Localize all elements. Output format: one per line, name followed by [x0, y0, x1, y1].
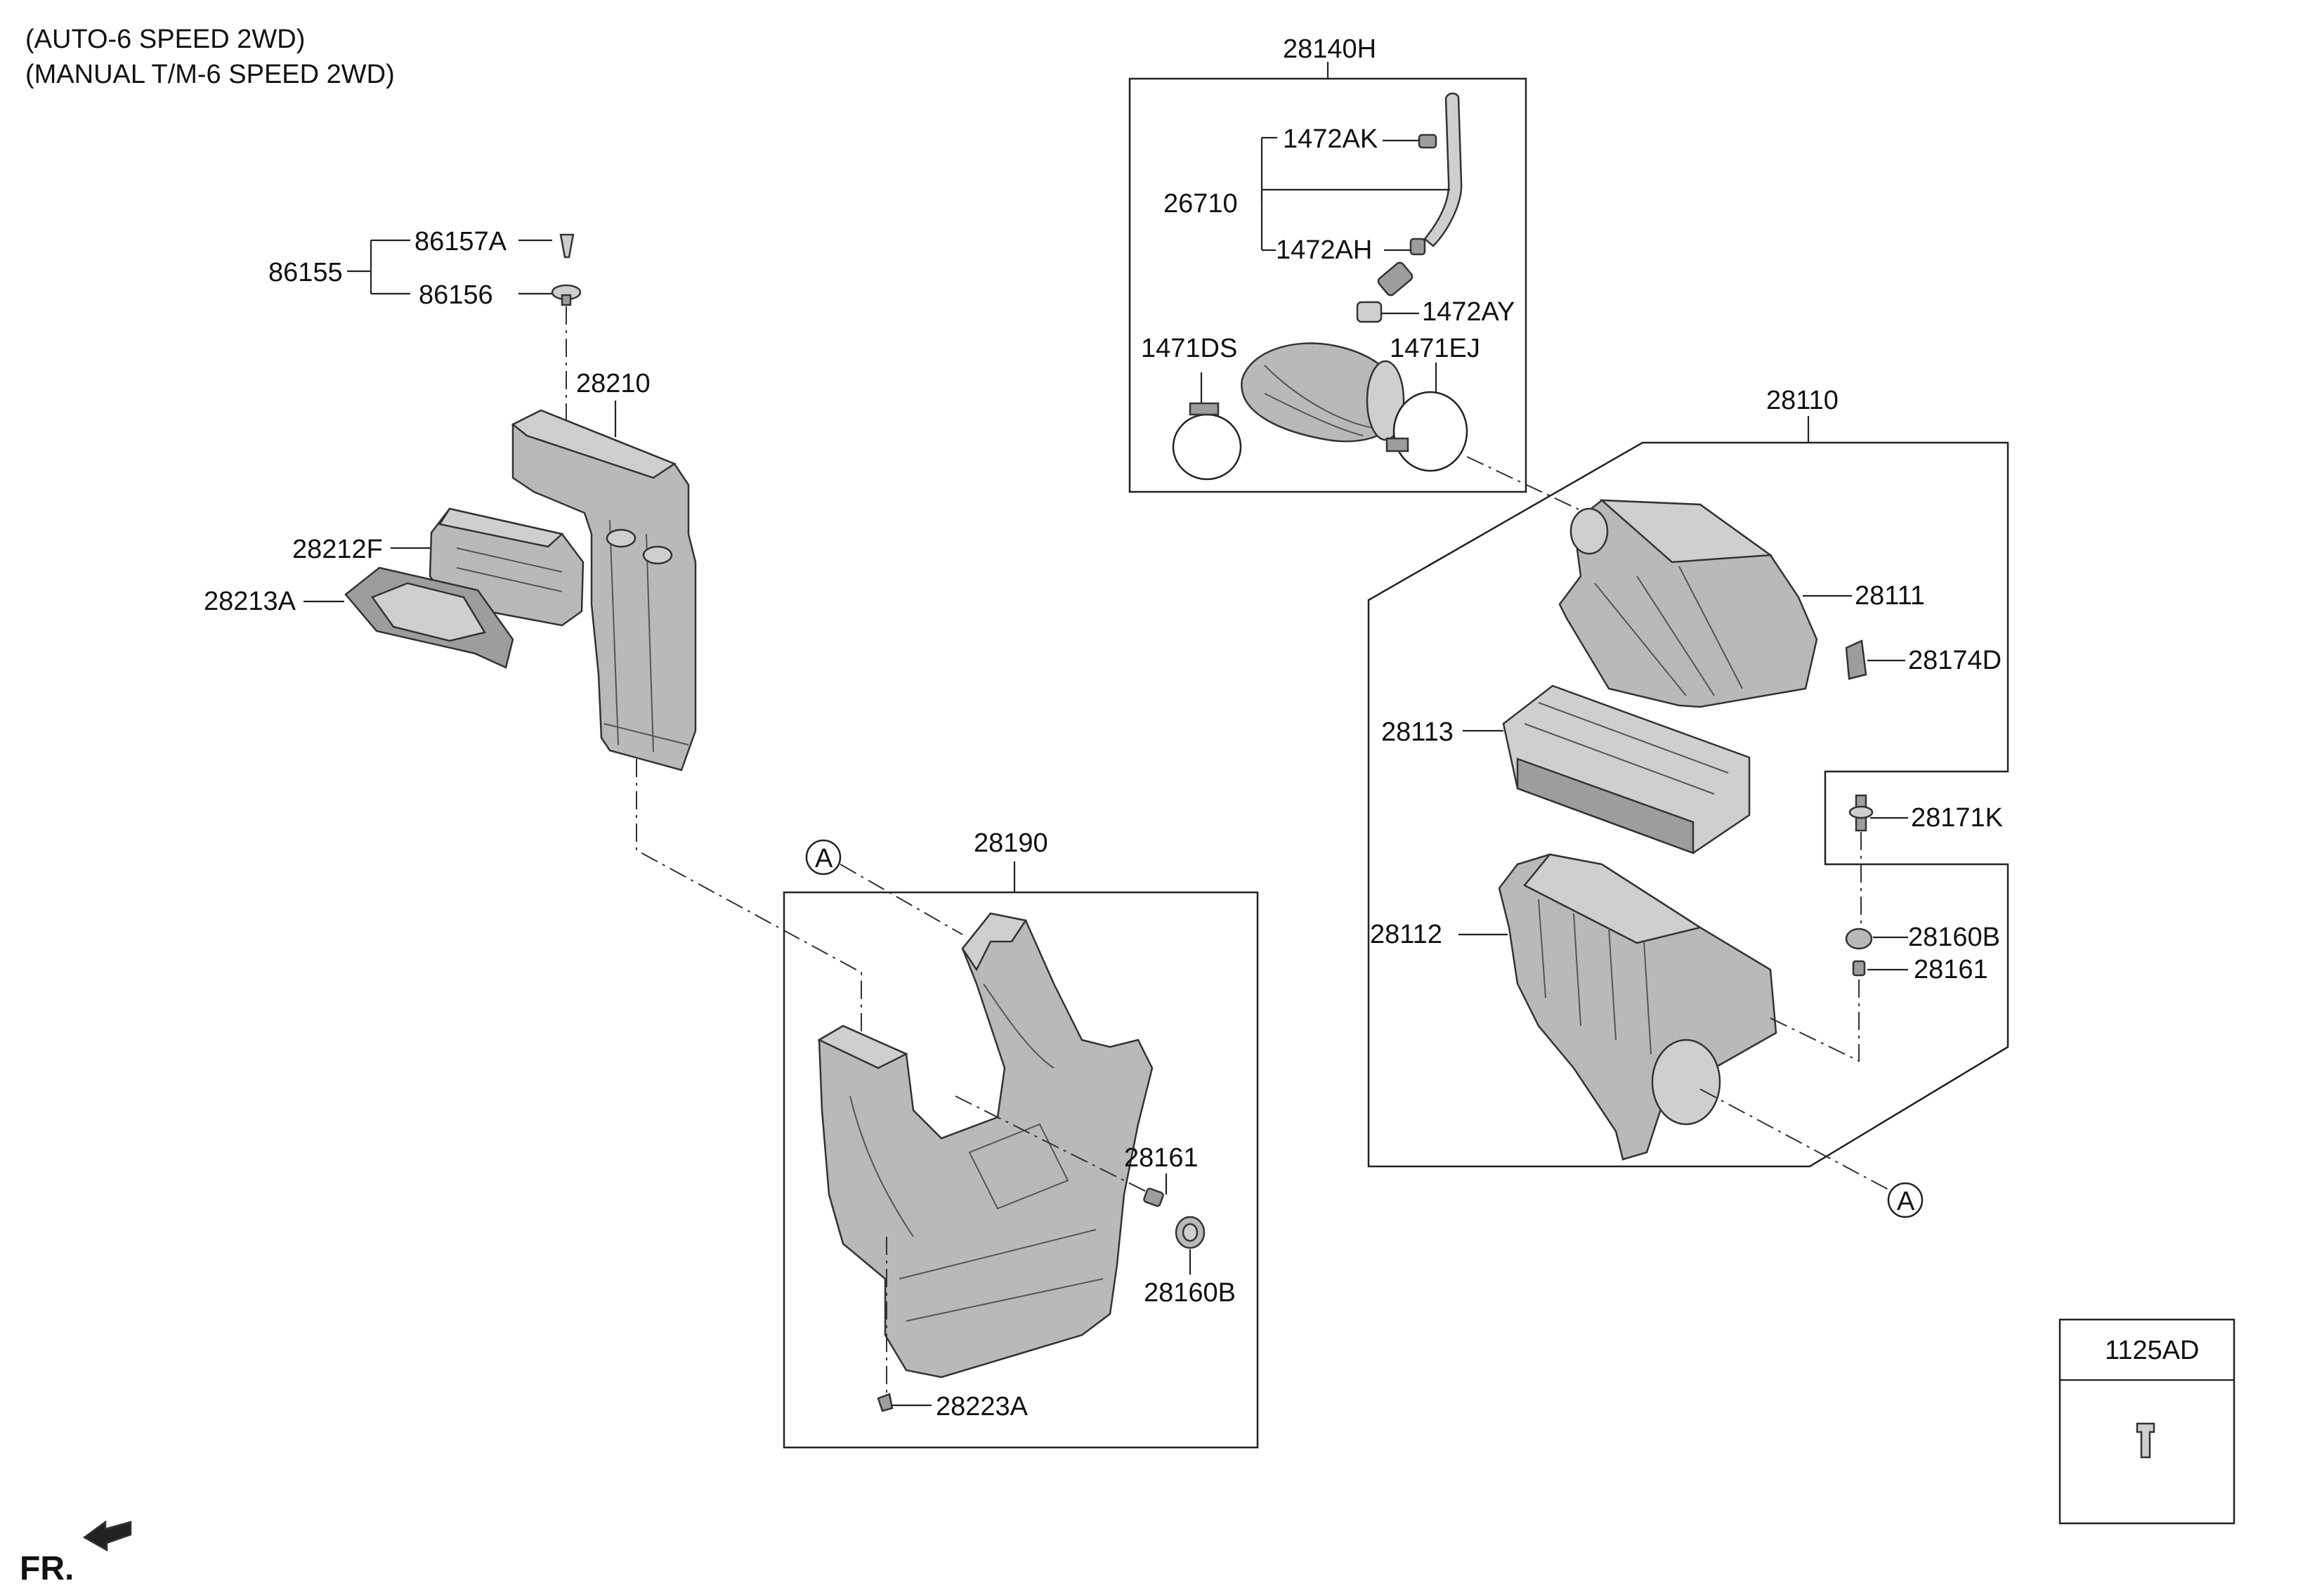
header-line-1: (AUTO-6 SPEED 2WD) [25, 25, 305, 54]
callout-86155[interactable]: 86155 [268, 258, 343, 287]
grommet-28160B-right[interactable] [1845, 928, 1873, 950]
bolt-1125AD[interactable] [2136, 1422, 2155, 1459]
body-outlet [1651, 1039, 1721, 1126]
group-box-28110 [1367, 441, 2009, 1168]
clamp-1472AY[interactable] [1356, 301, 1383, 323]
callout-28161-right[interactable]: 28161 [1914, 955, 1988, 984]
callout-26710[interactable]: 26710 [1163, 189, 1238, 219]
fitting[interactable] [1377, 261, 1414, 297]
reference-mark-a-left-label: A [815, 844, 833, 873]
breather-hose[interactable] [1423, 92, 1463, 247]
callout-28171K[interactable]: 28171K [1911, 803, 2003, 833]
group-28110: 28110 28111 28174D 28113 28171K [1367, 386, 2009, 1218]
callout-28111[interactable]: 28111 [1855, 581, 1925, 611]
callout-86157A[interactable]: 86157A [414, 227, 507, 256]
cover-inlet [1569, 507, 1609, 555]
reference-mark-a-right [1887, 1182, 1924, 1218]
callout-28113[interactable]: 28113 [1381, 717, 1454, 747]
group-box-28190 [783, 891, 1259, 1449]
air-duct-28210[interactable] [511, 409, 697, 772]
callout-28161-left[interactable]: 28161 [1124, 1143, 1199, 1173]
callout-1472AY[interactable]: 1472AY [1422, 297, 1515, 327]
front-direction-indicator: FR. [20, 1520, 132, 1587]
clip-28223A[interactable] [877, 1393, 894, 1412]
callout-28112[interactable]: 28112 [1370, 920, 1442, 949]
clamp-1472AH[interactable] [1409, 237, 1426, 256]
duct-boss-1 [606, 528, 637, 548]
reference-mark-a-right-label: A [1897, 1187, 1915, 1216]
cover-top [1599, 499, 1773, 564]
group-28140H: 28140H 1472AK 1472AH 26710 1472AY [1128, 34, 1590, 515]
grommet-28160B-left-hole [1182, 1223, 1199, 1242]
group-box-1125AD [2058, 1318, 2235, 1525]
callout-1471DS[interactable]: 1471DS [1141, 334, 1237, 363]
callout-1125AD[interactable]: 1125AD [2105, 1336, 2200, 1365]
header-line-2: (MANUAL T/M-6 SPEED 2WD) [25, 60, 395, 89]
body-rim [1523, 853, 1703, 944]
callout-86156[interactable]: 86156 [419, 280, 493, 310]
group-28210: 86155 86157A 86156 28210 28212F [204, 227, 862, 1251]
clip-28174D[interactable] [1845, 639, 1867, 680]
bolt-28171K-washer [1848, 805, 1874, 819]
duct-boss-2 [642, 545, 673, 565]
callout-28223A[interactable]: 28223A [936, 1392, 1029, 1421]
callout-28190[interactable]: 28190 [974, 828, 1048, 858]
callout-1471EJ[interactable]: 1471EJ [1390, 334, 1480, 363]
callout-1472AH[interactable]: 1472AH [1276, 235, 1372, 265]
pin-86157A[interactable] [559, 233, 575, 259]
callout-28110[interactable]: 28110 [1766, 386, 1839, 415]
callout-28210[interactable]: 28210 [576, 369, 651, 398]
callout-28174D[interactable]: 28174D [1908, 646, 2002, 675]
clamp-1471DS[interactable] [1172, 413, 1242, 481]
callout-28212F[interactable]: 28212F [292, 535, 383, 564]
gasket-28213A-inner [371, 582, 486, 642]
group-1125AD: 1125AD [2058, 1318, 2235, 1525]
clamp-1471EJ-screw [1385, 437, 1409, 453]
pin-28161-right[interactable] [1852, 960, 1866, 977]
callout-28160B-left[interactable]: 28160B [1144, 1278, 1236, 1308]
callout-28160B-right[interactable]: 28160B [1908, 923, 2000, 952]
callout-28140H[interactable]: 28140H [1283, 34, 1376, 64]
callout-28213A[interactable]: 28213A [204, 587, 296, 616]
filter-pleats [1516, 757, 1695, 854]
grommet-86156-stem [561, 294, 572, 306]
panel-28212F-top [438, 507, 564, 548]
resonator-duct-rim [817, 1024, 908, 1069]
group-28190: 28190 A 28161 28160B 28223A [783, 828, 1259, 1449]
callout-1472AK[interactable]: 1472AK [1283, 124, 1378, 154]
pin-28161-left[interactable] [1143, 1187, 1164, 1207]
clamp-1472AK[interactable] [1418, 134, 1437, 149]
clamp-1471DS-screw [1189, 402, 1220, 416]
air-duct-top [511, 409, 677, 479]
resonator-inlet-rim [961, 912, 1028, 972]
reference-mark-a-left [805, 839, 842, 876]
front-direction-label: FR. [20, 1550, 74, 1587]
clamp-1471EJ[interactable] [1392, 391, 1468, 472]
front-arrow-icon [82, 1520, 132, 1552]
